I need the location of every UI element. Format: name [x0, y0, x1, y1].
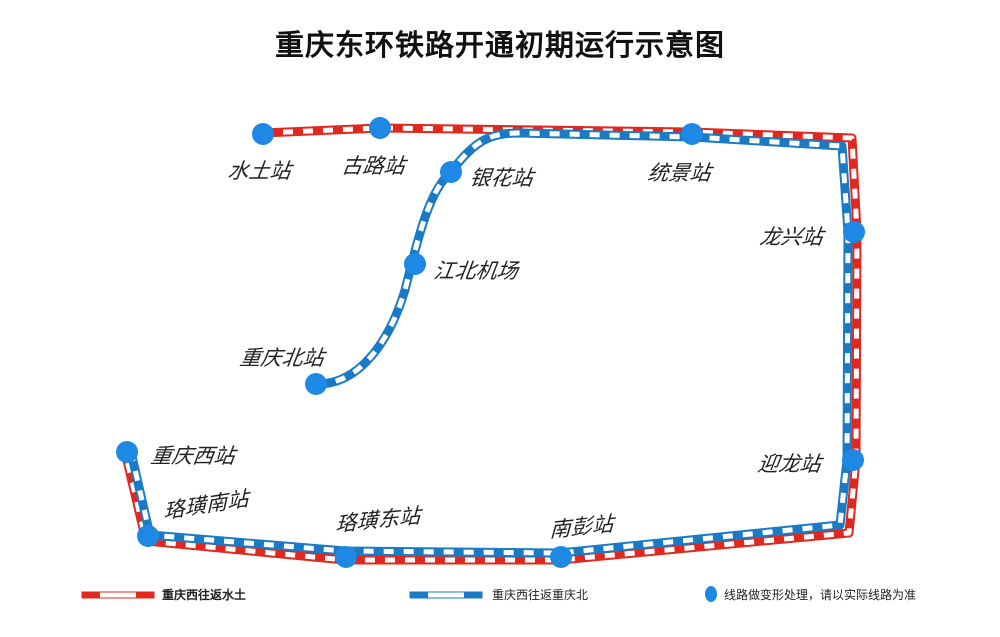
station-dot-tongjing[interactable]: [681, 123, 703, 145]
station-label-jiangbei-airport: 江北机场: [432, 259, 520, 283]
station-dot-luohuang-east[interactable]: [335, 546, 357, 568]
station-label-shuitu: 水土站: [226, 159, 293, 183]
legend-station-note: 线路做变形处理，请以实际线路为准: [724, 588, 917, 602]
legend-station-dot: [705, 586, 717, 602]
station-dot-chongqing-west[interactable]: [116, 441, 138, 463]
legend-blue-label: 重庆西往返重庆北: [492, 588, 589, 602]
blue-line-route: [126, 128, 853, 558]
station-dot-luohuang-south[interactable]: [137, 525, 159, 547]
station-label-longxing: 龙兴站: [758, 225, 825, 249]
station-dot-chongqing-north[interactable]: [305, 373, 327, 395]
station-dot-gulu[interactable]: [369, 117, 391, 139]
station-dot-yinglong[interactable]: [842, 449, 864, 471]
map-title: 重庆东环铁路开通初期运行示意图: [274, 28, 725, 62]
station-label-yinglong: 迎龙站: [756, 452, 823, 476]
station-label-chongqing-north: 重庆北站: [238, 346, 326, 370]
station-label-yinhua: 银花站: [468, 166, 535, 190]
station-label-gulu: 古路站: [340, 154, 407, 178]
legend-red-label: 重庆西往返水土: [162, 588, 247, 602]
station-dot-yinhua[interactable]: [440, 161, 462, 183]
station-label-tongjing: 统景站: [646, 161, 713, 185]
legend-blue-swatch: [409, 591, 483, 599]
station-dot-longxing[interactable]: [843, 221, 865, 243]
legend-red-swatch: [81, 591, 155, 599]
station-dot-jiangbei-airport[interactable]: [404, 253, 426, 275]
station-label-chongqing-west: 重庆西站: [149, 444, 237, 468]
station-dot-nanpeng[interactable]: [550, 546, 572, 568]
station-dot-shuitu[interactable]: [252, 123, 274, 145]
